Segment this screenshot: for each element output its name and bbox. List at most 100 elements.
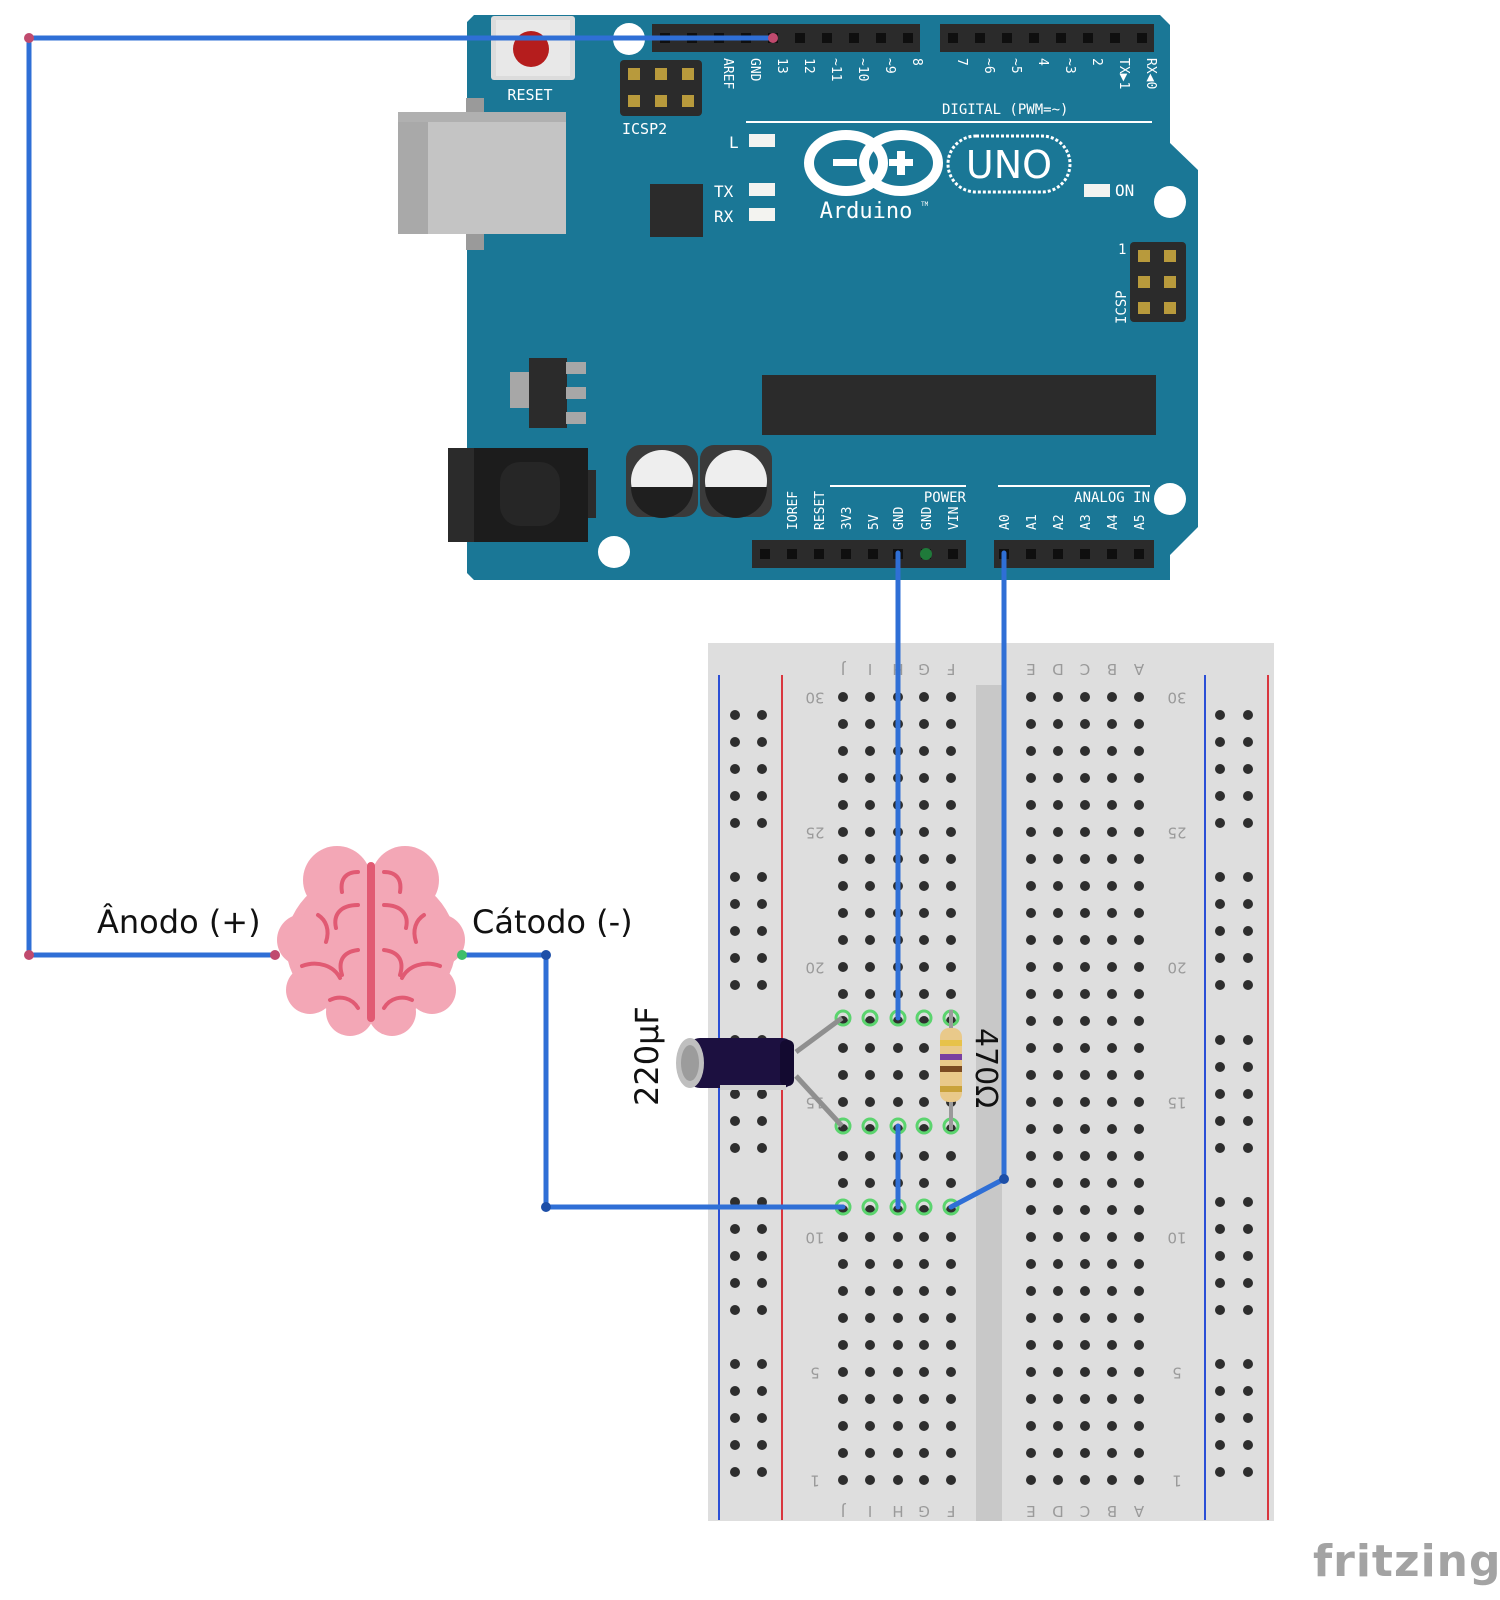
breadboard-hole: [1080, 1286, 1090, 1296]
header-pin: [1056, 33, 1066, 43]
column-label: J: [841, 660, 846, 678]
board-capacitor-1: [626, 445, 698, 518]
rail-hole: [1243, 737, 1253, 747]
digital-pin-label: ~5: [1008, 58, 1023, 74]
breadboard-hole: [919, 854, 929, 864]
breadboard-hole: [838, 692, 848, 702]
breadboard-hole: [865, 1448, 875, 1458]
rail-hole: [1243, 1386, 1253, 1396]
breadboard-hole: [919, 1286, 929, 1296]
breadboard-hole: [865, 1232, 875, 1242]
breadboard-hole: [1134, 1124, 1144, 1134]
breadboard-hole: [838, 1448, 848, 1458]
breadboard-hole: [919, 935, 929, 945]
breadboard-hole: [838, 827, 848, 837]
breadboard-hole: [1080, 1097, 1090, 1107]
fritzing-logo: fritzing: [1313, 1536, 1500, 1587]
breadboard-hole: [893, 1097, 903, 1107]
breadboard-hole: [1053, 854, 1063, 864]
analog-pin-label: A2: [1052, 514, 1067, 530]
rail-hole: [1215, 818, 1225, 828]
breadboard-hole: [838, 773, 848, 783]
reset-button[interactable]: [491, 16, 575, 80]
breadboard-hole: [1134, 854, 1144, 864]
breadboard-hole: [919, 908, 929, 918]
rail-hole: [757, 1116, 767, 1126]
breadboard-hole: [1053, 1394, 1063, 1404]
icsp2-header: [620, 60, 702, 116]
wire-cathode-to-breadboard[interactable]: [459, 952, 846, 1210]
breadboard-hole: [946, 989, 956, 999]
voltage-regulator: [510, 358, 586, 428]
breadboard-hole: [1026, 1151, 1036, 1161]
breadboard-hole: [919, 1394, 929, 1404]
row-number-label: 20: [805, 959, 824, 977]
rail-hole: [730, 1224, 740, 1234]
wire-pin13-to-anode[interactable]: [26, 35, 776, 958]
row-number-label: 15: [1167, 1094, 1186, 1112]
breadboard-hole: [1134, 1016, 1144, 1026]
breadboard-hole: [1026, 1232, 1036, 1242]
breadboard-hole: [1134, 1448, 1144, 1458]
breadboard-hole: [1134, 1043, 1144, 1053]
breadboard-hole: [1026, 1286, 1036, 1296]
connected-hole: [861, 1198, 879, 1216]
analog-pin-label: A0: [998, 514, 1013, 530]
breadboard-hole: [1026, 935, 1036, 945]
breadboard-hole: [1080, 962, 1090, 972]
rail-hole: [1215, 1386, 1225, 1396]
board-capacitor-2: [700, 445, 772, 518]
column-label: F: [947, 660, 956, 678]
digital-pin-label: 2: [1089, 58, 1104, 66]
breadboard-hole: [1053, 1151, 1063, 1161]
breadboard-hole: [1080, 800, 1090, 810]
power-label: POWER: [924, 490, 967, 506]
header-pin: [876, 33, 886, 43]
rail-hole: [1215, 1035, 1225, 1045]
rail-hole: [1243, 818, 1253, 828]
rail-hole: [1243, 1116, 1253, 1126]
rail-hole: [757, 872, 767, 882]
rail-hole: [1215, 1359, 1225, 1369]
rail-hole: [757, 1413, 767, 1423]
breadboard-hole: [1134, 1097, 1144, 1107]
row-number-label: 25: [1167, 824, 1186, 842]
breadboard-hole: [865, 908, 875, 918]
header-pin: [1107, 549, 1117, 559]
analog-pin-label: A3: [1079, 514, 1094, 530]
breadboard-hole: [1080, 1394, 1090, 1404]
breadboard-hole: [946, 1178, 956, 1188]
breadboard-hole: [1107, 854, 1117, 864]
column-label: A: [1133, 660, 1144, 678]
reset-label: RESET: [507, 86, 552, 104]
breadboard-hole: [1134, 1394, 1144, 1404]
breadboard-hole: [1053, 746, 1063, 756]
breadboard-hole: [838, 1259, 848, 1269]
breadboard-hole: [865, 1151, 875, 1161]
breadboard-hole: [1053, 962, 1063, 972]
breadboard-hole: [1080, 1367, 1090, 1377]
breadboard-hole: [865, 746, 875, 756]
breadboard-hole: [1053, 1070, 1063, 1080]
breadboard-hole: [1107, 1178, 1117, 1188]
breadboard-hole: [1080, 746, 1090, 756]
row-number-label: 10: [805, 1229, 824, 1247]
row-number-label: 5: [1172, 1364, 1182, 1382]
digital-pin-label: TX▶1: [1116, 58, 1131, 89]
breadboard-hole: [1107, 1205, 1117, 1215]
breadboard-hole: [838, 1421, 848, 1431]
breadboard-hole: [1107, 935, 1117, 945]
rail-hole: [757, 710, 767, 720]
rail-hole: [1243, 764, 1253, 774]
rail-hole: [757, 818, 767, 828]
breadboard-hole: [1053, 989, 1063, 999]
breadboard-hole: [1026, 1421, 1036, 1431]
connected-hole: [834, 1009, 852, 1027]
header-pin: [868, 549, 878, 559]
breadboard-hole: [1107, 1124, 1117, 1134]
breadboard-hole: [865, 1394, 875, 1404]
rail-hole: [757, 899, 767, 909]
breadboard-hole: [1026, 800, 1036, 810]
breadboard-hole: [838, 1367, 848, 1377]
rail-hole: [1243, 710, 1253, 720]
